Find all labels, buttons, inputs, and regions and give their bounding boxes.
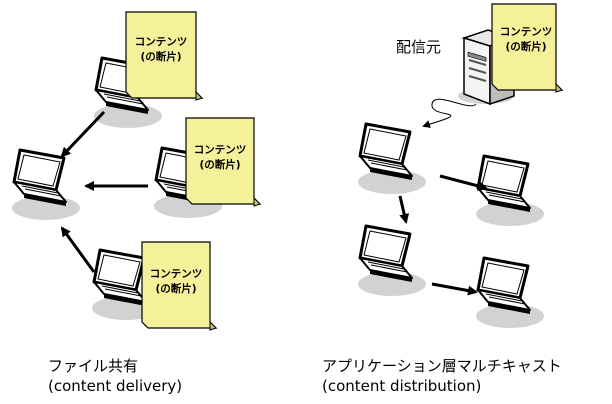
laptop-leaf-2	[474, 256, 546, 330]
left-caption-subtitle: (content delivery)	[48, 377, 183, 395]
note-bottom-line1: コンテンツ	[150, 268, 203, 280]
note-middle-line1: コンテンツ	[194, 144, 247, 156]
note-middle-line2: (の断片)	[199, 158, 240, 171]
right-caption-subtitle: (content distribution)	[322, 377, 482, 395]
note-top-line1: コンテンツ	[135, 36, 188, 48]
note-server-line2: (の断片)	[505, 40, 546, 53]
left-caption: ファイル共有 (content delivery)	[48, 356, 182, 396]
laptop-relay-2	[356, 224, 428, 298]
arrow-relay1-to-relay2	[398, 195, 410, 224]
left-caption-title: ファイル共有	[48, 357, 139, 375]
laptop-leaf-1	[474, 154, 546, 228]
arrow-bottom-to-receiver	[60, 226, 96, 273]
laptop-relay-1	[356, 122, 428, 196]
server-label: 配信元	[396, 38, 441, 56]
laptop-receiver	[10, 148, 82, 222]
content-note-server: コンテンツ (の断片)	[491, 3, 564, 93]
note-bottom-line2: (の断片)	[155, 282, 196, 295]
content-note-top: コンテンツ (の断片)	[125, 11, 204, 101]
arrow-relay1-to-leaf1	[439, 174, 488, 191]
right-panel: 配信元 コンテンツ (の断片)	[356, 3, 564, 330]
note-server-line1: コンテンツ	[500, 26, 553, 38]
note-top-line2: (の断片)	[140, 50, 181, 63]
right-caption-title: アプリケーション層マルチキャスト	[322, 357, 562, 375]
content-note-bottom: コンテンツ (の断片)	[141, 241, 218, 331]
arrow-top-to-receiver	[60, 110, 106, 158]
arrow-relay2-to-leaf2	[431, 282, 478, 296]
left-panel: コンテンツ (の断片) コンテンツ (の断片) コンテンツ (の断片)	[10, 11, 262, 331]
content-note-middle: コンテンツ (の断片)	[185, 117, 262, 207]
right-caption: アプリケーション層マルチキャスト (content distribution)	[322, 356, 562, 396]
arrow-server-to-first-laptop	[422, 98, 477, 128]
